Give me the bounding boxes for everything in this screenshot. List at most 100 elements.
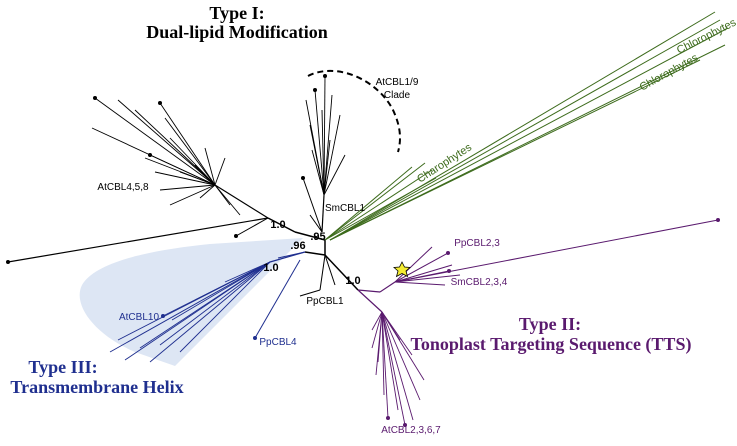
tip-dot [313, 88, 317, 92]
chlorophytes-label-1: Chlorophytes [638, 51, 701, 93]
backbone-branch [324, 254, 359, 291]
type1-title-line1: Type I: [209, 3, 264, 23]
tip-dot [234, 234, 238, 238]
leaf-branch [277, 251, 306, 259]
backbone-branch [294, 231, 326, 241]
atcbl458-label: AtCBL4,5,8 [97, 182, 149, 193]
leaf-branch [235, 217, 269, 237]
atcbl19-leaf [323, 139, 331, 196]
clade-branch [357, 289, 381, 293]
atcbl2367-leaf [381, 311, 389, 419]
tip-dot [386, 416, 390, 420]
tree-branches [6, 11, 729, 427]
clade-branch [321, 194, 325, 233]
atcbl458-leaf [117, 99, 216, 186]
tip-dot [93, 96, 97, 100]
chlorophyte-leaf [329, 27, 729, 241]
type2-leaf [394, 264, 453, 283]
leaf-branch [144, 157, 216, 186]
backbone-branch [267, 217, 296, 233]
type3-leaf [179, 261, 271, 353]
leaf-branch [324, 254, 336, 286]
charophyte-leaf [324, 162, 426, 241]
type2-leaf [394, 281, 446, 286]
atcbl19-leaf [323, 154, 346, 196]
tip-dot [161, 314, 165, 318]
atcbl2367-leaf [381, 311, 406, 426]
type3-leaf [109, 261, 271, 353]
type3-leaf [171, 261, 271, 321]
atcbl458-leaf [199, 184, 216, 199]
type1-title-line2: Dual-lipid Modification [146, 22, 328, 42]
atcbl19-leaf [323, 114, 341, 196]
clade-branch [357, 289, 383, 313]
tip-dot [403, 423, 407, 427]
atcbl458-leaf [204, 147, 216, 186]
chlorophyte-leaf [329, 11, 716, 241]
chlorophytes-label-2: Chlorophytes [675, 16, 737, 56]
type3-leaf [194, 261, 271, 301]
atcbl2367-leaf [381, 311, 414, 421]
atcbl19-leaf [323, 94, 333, 196]
tip-dot [301, 176, 305, 180]
clade-branch [379, 281, 396, 293]
atcbl2367-leaf [371, 311, 383, 331]
atcbl19-leaf [321, 109, 325, 196]
atcbl19-leaf [314, 89, 325, 196]
atcbl10-label: AtCBL10 [119, 312, 159, 323]
support-value: .95 [310, 231, 325, 243]
tip-dot [158, 101, 162, 105]
tip-dot [447, 269, 451, 273]
leaf-branch [91, 127, 216, 186]
type2-leaf [394, 219, 719, 283]
leaf-branch [299, 289, 321, 297]
atcbl458-leaf [154, 171, 216, 186]
type3-leaf [149, 261, 271, 363]
ppcbl23-label: PpCBL2,3 [454, 238, 500, 249]
chlorophyte-leaf [329, 19, 721, 241]
charophyte-leaf [324, 169, 433, 241]
atcbl19-clade-arc [307, 69, 401, 153]
atcbl2367-leaf [381, 311, 401, 341]
atcbl458-leaf [134, 109, 216, 186]
support-value: 1.0 [345, 275, 360, 287]
tip-dot [253, 336, 257, 340]
support-value: .96 [290, 240, 305, 252]
atcbl458-leaf [159, 184, 216, 191]
atcbl2367-leaf [371, 311, 383, 349]
atcbl458-leaf [164, 117, 216, 186]
type2-leaf [394, 274, 461, 283]
tip-dot [323, 74, 327, 78]
atcbl458-leaf [169, 184, 216, 206]
support-value: 1.0 [263, 262, 278, 274]
atcbl19-leaf [323, 75, 326, 196]
atcbl458-leaf [214, 184, 241, 216]
smcbl1-label: SmCBL1 [325, 203, 365, 214]
type3-title-line1: Type III: [28, 357, 97, 377]
atcbl458-leaf [94, 97, 216, 186]
type2-title-line2: Tonoplast Targeting Sequence (TTS) [411, 334, 692, 355]
backbone-branch [304, 251, 326, 256]
type2-leaf [394, 246, 433, 283]
tip-dot [446, 251, 450, 255]
type3-leaf [224, 261, 271, 283]
type3-leaf [159, 261, 271, 346]
atcbl19-label-line2: Clade [384, 90, 411, 101]
chlorophyte-leaf [329, 59, 701, 241]
type2-title-line1: Type II: [519, 314, 581, 334]
atcbl19-label-line1: AtCBL1/9 [376, 77, 419, 88]
charophyte-leaf [324, 166, 413, 241]
support-value: 1.0 [270, 219, 285, 231]
tip-dot [716, 218, 720, 222]
atcbl458-leaf [159, 102, 216, 186]
atcbl19-leaf [311, 149, 325, 196]
leaf-branch [309, 214, 323, 233]
long-branch [7, 217, 269, 263]
leaf-branch [302, 177, 323, 233]
type3-leaf [139, 261, 271, 349]
type3-title-line2: Transmembrane Helix [10, 377, 183, 397]
atcbl2367-leaf [381, 311, 399, 411]
type2-leaf [394, 270, 450, 283]
ppcbl4-label: PpCBL4 [259, 337, 297, 348]
